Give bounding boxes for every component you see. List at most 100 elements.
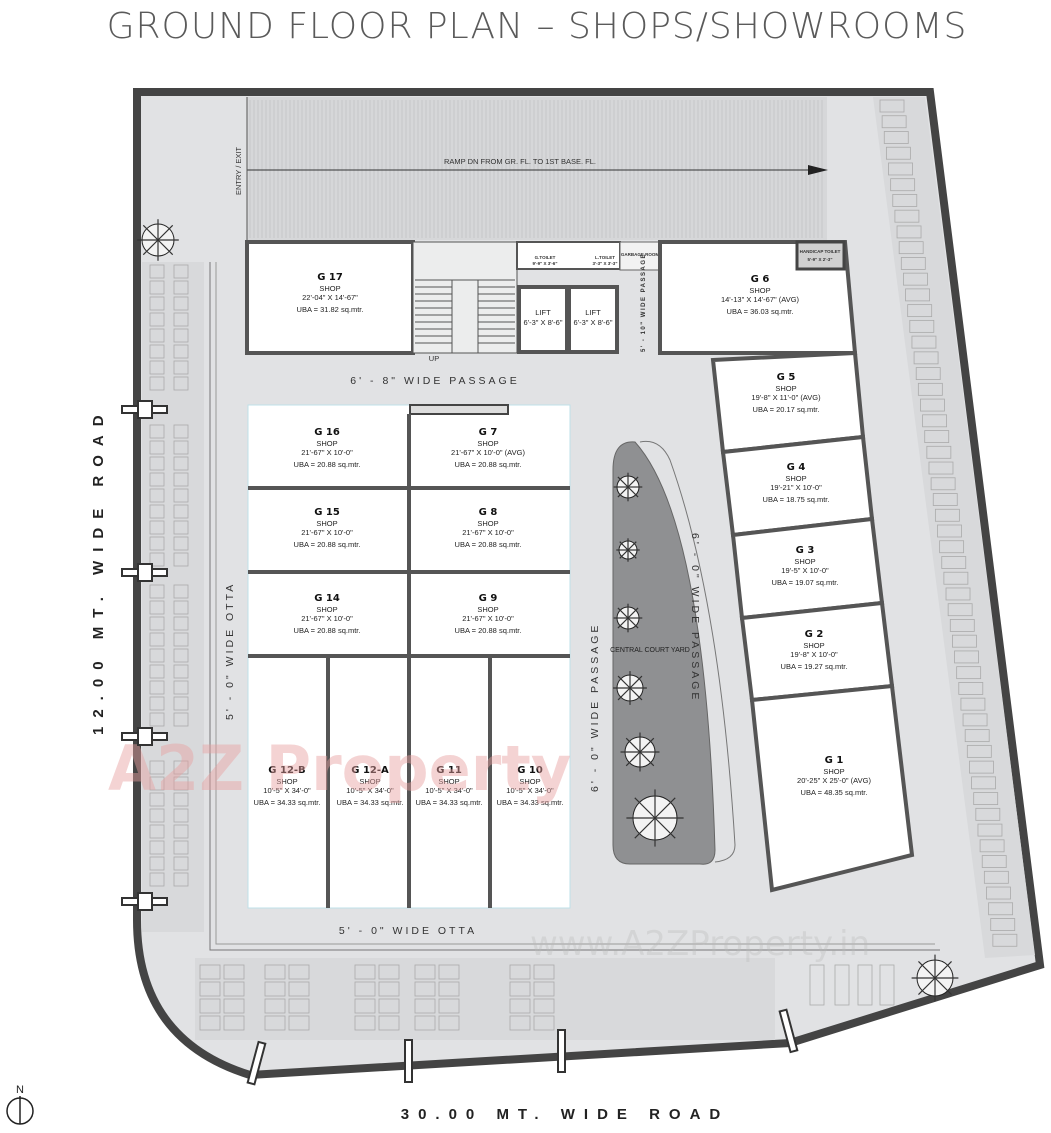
- parking-bay: [173, 824, 189, 839]
- parking-bay: [986, 886, 1011, 900]
- tree-frond: [627, 607, 639, 619]
- gates: [121, 400, 799, 1086]
- shop-g7-name: G 7: [479, 427, 498, 438]
- parking-bay: [173, 360, 189, 375]
- parking-bay: [173, 536, 189, 551]
- handicap-toilet: [795, 240, 846, 271]
- garbage-room-label: GARBAGE ROOM: [621, 252, 660, 257]
- shop-g11-name: G 11: [436, 765, 462, 776]
- parking-bay: [173, 600, 189, 615]
- shop-g11-type: SHOP: [438, 777, 459, 786]
- parking-bay: [533, 998, 555, 1014]
- parking-bay: [149, 264, 165, 279]
- parking-bay: [149, 536, 165, 551]
- parking-bay: [937, 524, 962, 538]
- parking-bay: [149, 328, 165, 343]
- shop-g7-type: SHOP: [477, 439, 498, 448]
- shop-g12-a-name: G 12-A: [351, 765, 389, 776]
- shop-g5[interactable]: [710, 350, 866, 455]
- parking-bay: [911, 335, 937, 349]
- parking-bay: [945, 587, 971, 601]
- parking-bay: [149, 632, 165, 647]
- parking-bay: [898, 241, 924, 255]
- central-walls: [248, 414, 570, 908]
- shop-g8-dims: 21'-67" X 10'-0": [462, 528, 514, 537]
- parking-bay: [149, 760, 165, 775]
- parking-bay: [223, 998, 245, 1014]
- parking-bay: [173, 680, 189, 695]
- shop-g12-b-dims: 10'-5" X 34'-0": [263, 786, 311, 795]
- stair-treads: [415, 279, 515, 354]
- ramp-arrowhead-icon: [808, 165, 828, 175]
- parking-bay: [941, 556, 967, 569]
- parking-bay: [952, 634, 977, 648]
- shop-g2-type: SHOP: [803, 641, 824, 650]
- tree-frond: [625, 751, 641, 767]
- shop-g15-name: G 15: [314, 507, 340, 518]
- tree-frond: [627, 476, 639, 488]
- tree-frond: [157, 239, 174, 256]
- parking-bay: [173, 632, 189, 647]
- parking-bay: [173, 376, 189, 391]
- parking-bay: [288, 964, 310, 980]
- shop-g10-name: G 10: [517, 765, 543, 776]
- shop-g10-uba: UBA = 34.33 sq.mtr.: [497, 798, 564, 807]
- parking-bay: [917, 382, 943, 396]
- stair-up-label: UP: [429, 354, 439, 363]
- shop-g16-uba: UBA = 20.88 sq.mtr.: [294, 460, 361, 469]
- tree-frond: [654, 817, 676, 839]
- parking-bay: [354, 1015, 376, 1031]
- parking-bay: [958, 682, 984, 695]
- parking-bay: [988, 902, 1014, 916]
- parking-bay: [173, 776, 189, 791]
- parking-bay: [149, 440, 165, 455]
- parking-bay: [149, 872, 165, 887]
- parking-bay: [149, 792, 165, 807]
- parking-bay: [915, 367, 941, 380]
- tree-frond: [617, 687, 631, 701]
- tree-frond: [934, 977, 952, 995]
- shop-g1-dims: 20'-25" X 25'-0" (AVG): [797, 776, 871, 785]
- left-parking: [142, 262, 204, 932]
- parking-bay: [173, 440, 189, 455]
- parking-bay: [173, 696, 189, 711]
- shop-g11-dims: 10'-5" X 34'-0": [425, 786, 473, 795]
- lift-2: [567, 285, 619, 354]
- parking-bay: [509, 981, 531, 997]
- shop-g17-type: SHOP: [319, 284, 340, 293]
- parking-bay: [903, 272, 928, 286]
- tree-frond: [627, 541, 637, 551]
- shop-g1[interactable]: [749, 683, 915, 893]
- g-toilet-dims: 9'-9" X 3'-6": [533, 261, 558, 266]
- otta-edge: [209, 262, 940, 951]
- parking-bay: [173, 616, 189, 631]
- shop-g12-b-type: SHOP: [276, 777, 297, 786]
- parking-bay: [378, 981, 400, 997]
- parking-bay: [149, 584, 165, 599]
- parking-bay: [223, 981, 245, 997]
- parking-bay: [149, 488, 165, 503]
- l-toilet-label: L.TOILET: [595, 255, 615, 260]
- parking-bay: [809, 964, 825, 1006]
- parking-bay: [414, 1015, 436, 1031]
- tree-frond: [918, 977, 936, 995]
- shop-g6-name: G 6: [751, 274, 770, 285]
- parking-bay: [149, 280, 165, 295]
- shop-g14-type: SHOP: [316, 605, 337, 614]
- parking-bay: [964, 729, 990, 743]
- parking-bay: [977, 823, 1003, 837]
- shop-g5-uba: UBA = 20.17 sq.mtr.: [753, 405, 820, 414]
- parking-bay: [149, 776, 165, 791]
- parking-bay: [932, 493, 958, 506]
- tree-frond: [617, 486, 629, 498]
- lift-2-dims: 6'-3" X 8'-6": [573, 318, 612, 327]
- north-arrow-icon: [6, 1096, 34, 1125]
- shop-g17-dims: 22'-04" X 14'-67": [302, 293, 358, 302]
- parking-bay: [533, 964, 555, 980]
- shop-g5-type: SHOP: [775, 384, 796, 393]
- parking-bay: [894, 209, 920, 223]
- shop-g4-type: SHOP: [785, 474, 806, 483]
- parking-bay: [879, 964, 895, 1006]
- shop-g6-dims: 14'-13" X 14'-67" (AVG): [721, 295, 800, 304]
- right-parking: [873, 97, 1035, 958]
